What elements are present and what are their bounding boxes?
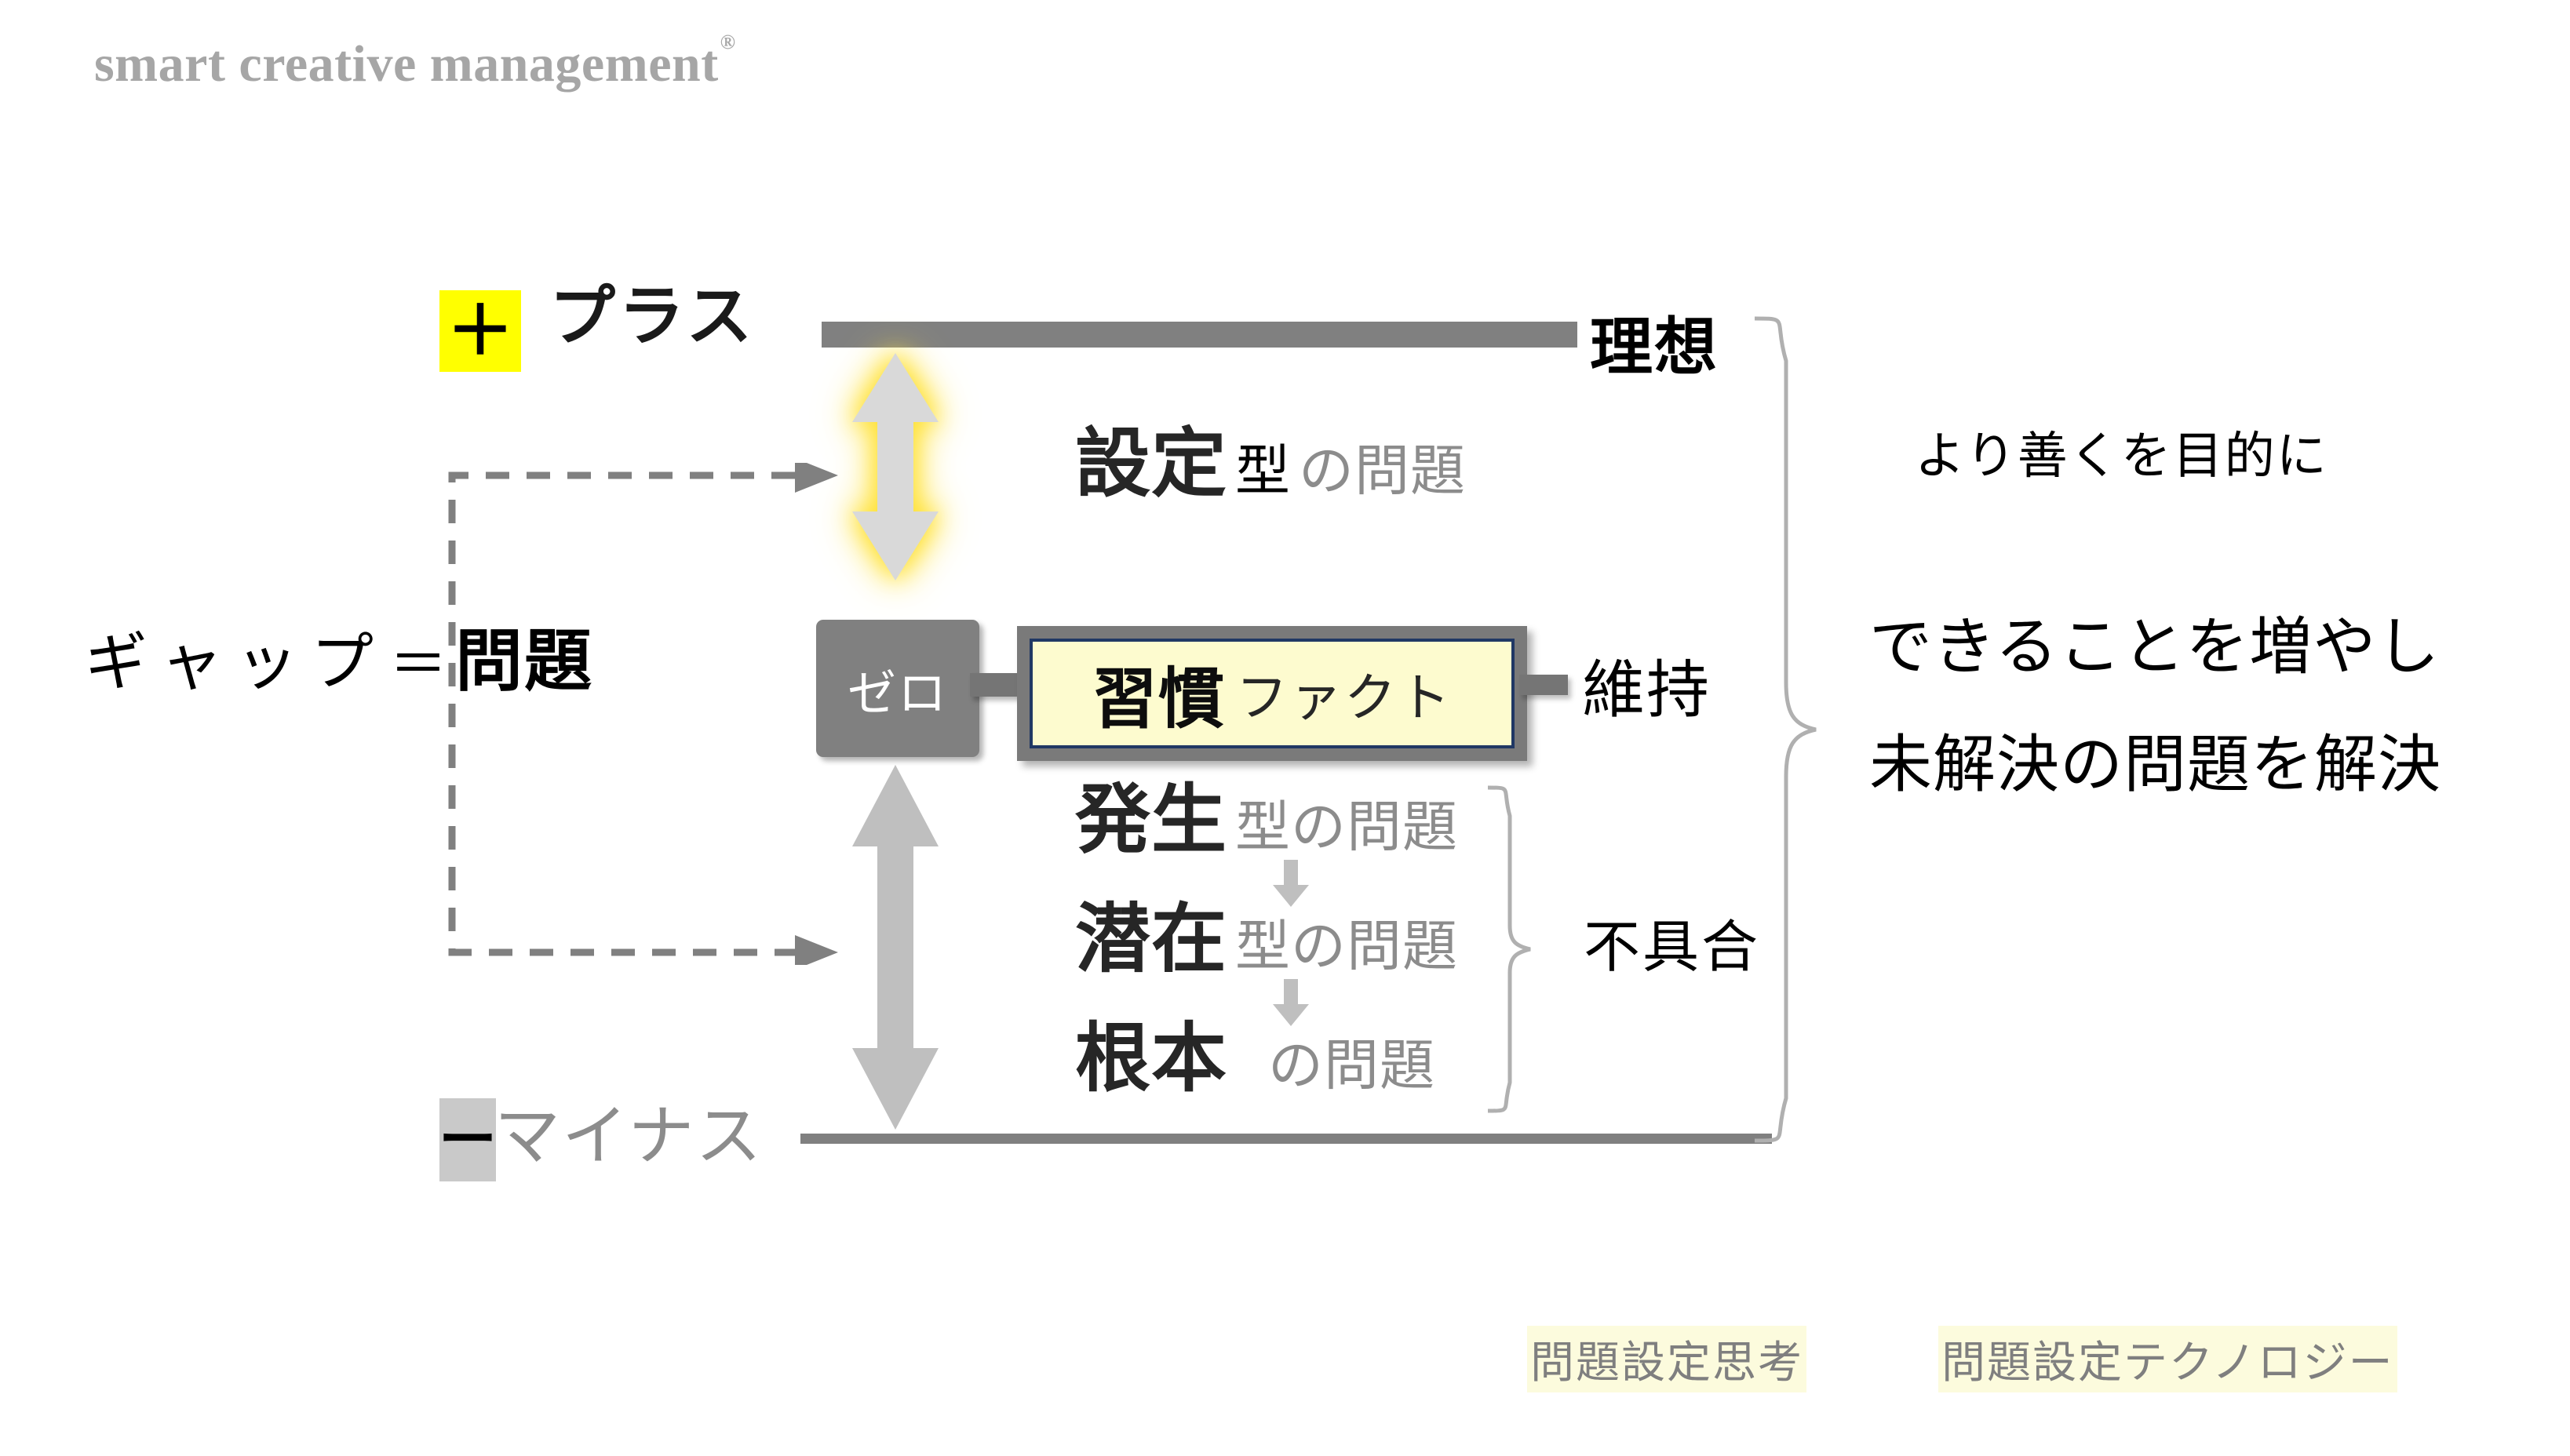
footer-tag-problem-setting-technology: 問題設定テクノロジー (1938, 1326, 2397, 1392)
ideal-label: 理想 (1590, 314, 1719, 383)
habit-fact-inner: 習慣 ファクト (1030, 639, 1515, 748)
gap-equals-problem: ギャップ＝問題 (85, 628, 593, 695)
problem-type-occurrence-title: 発生 (1075, 778, 1227, 862)
equals-sign: ＝ (389, 632, 447, 697)
plus-axis-label: プラス (549, 281, 756, 354)
brand-name: smart creative management (94, 35, 719, 93)
problem-type-setting-kata: 型 (1235, 442, 1291, 502)
footer-tag-problem-setting-thinking: 問題設定思考 (1527, 1326, 1806, 1392)
zero-level-box: ゼロ (816, 620, 979, 757)
statement-purpose: より善くを目的に (1915, 428, 2328, 484)
defect-label: 不具合 (1584, 916, 1761, 979)
defect-brace (1487, 785, 1531, 1113)
ideal-axis-bar (822, 322, 1577, 348)
gap-arrow-lower-icon (852, 765, 939, 1130)
minus-axis-bar (800, 1134, 1772, 1144)
outer-brace (1754, 316, 1817, 1143)
problem-type-setting: 設定型の問題 (1075, 427, 1466, 502)
gap-word: ギャップ (85, 629, 386, 698)
keep-label: 維持 (1582, 657, 1711, 726)
registered-trademark-icon: ® (720, 31, 736, 53)
problem-type-root: 根本の問題 (1075, 1021, 1435, 1097)
problem-word: 問題 (455, 624, 593, 699)
gap-dashed-bracket (448, 463, 838, 965)
problem-type-latent-title: 潜在 (1075, 897, 1227, 981)
problem-type-latent-suffix: 型の問題 (1235, 917, 1458, 977)
problem-type-occurrence-suffix: 型の問題 (1235, 798, 1458, 858)
problem-type-setting-suffix: の問題 (1299, 442, 1466, 502)
habit-label: 習慣 (1091, 663, 1225, 737)
chevron-down-icon (1273, 860, 1309, 907)
problem-type-root-suffix: の問題 (1268, 1036, 1435, 1097)
fact-to-keep-connector (1519, 675, 1568, 695)
minus-sign-badge: ー (439, 1098, 497, 1181)
problem-type-root-title: 根本 (1075, 1017, 1227, 1101)
problem-type-setting-title: 設定 (1075, 422, 1227, 506)
plus-sign-badge: ＋ (439, 290, 521, 372)
gap-arrow-upper-icon (852, 353, 939, 581)
problem-type-occurrence: 発生型の問題 (1075, 783, 1458, 858)
statement-increase: できることを増やし (1869, 613, 2441, 682)
fact-label: ファクト (1236, 670, 1453, 727)
statement-solve: 未解決の問題を解決 (1869, 731, 2441, 800)
zero-to-fact-connector (970, 673, 1020, 697)
minus-axis-label: マイナス (494, 1101, 764, 1174)
chevron-down-icon (1273, 979, 1309, 1026)
problem-type-latent: 潜在型の問題 (1075, 902, 1458, 977)
brand-logo: smart creative management® (94, 31, 735, 94)
habit-fact-box: 習慣 ファクト (1017, 626, 1527, 761)
